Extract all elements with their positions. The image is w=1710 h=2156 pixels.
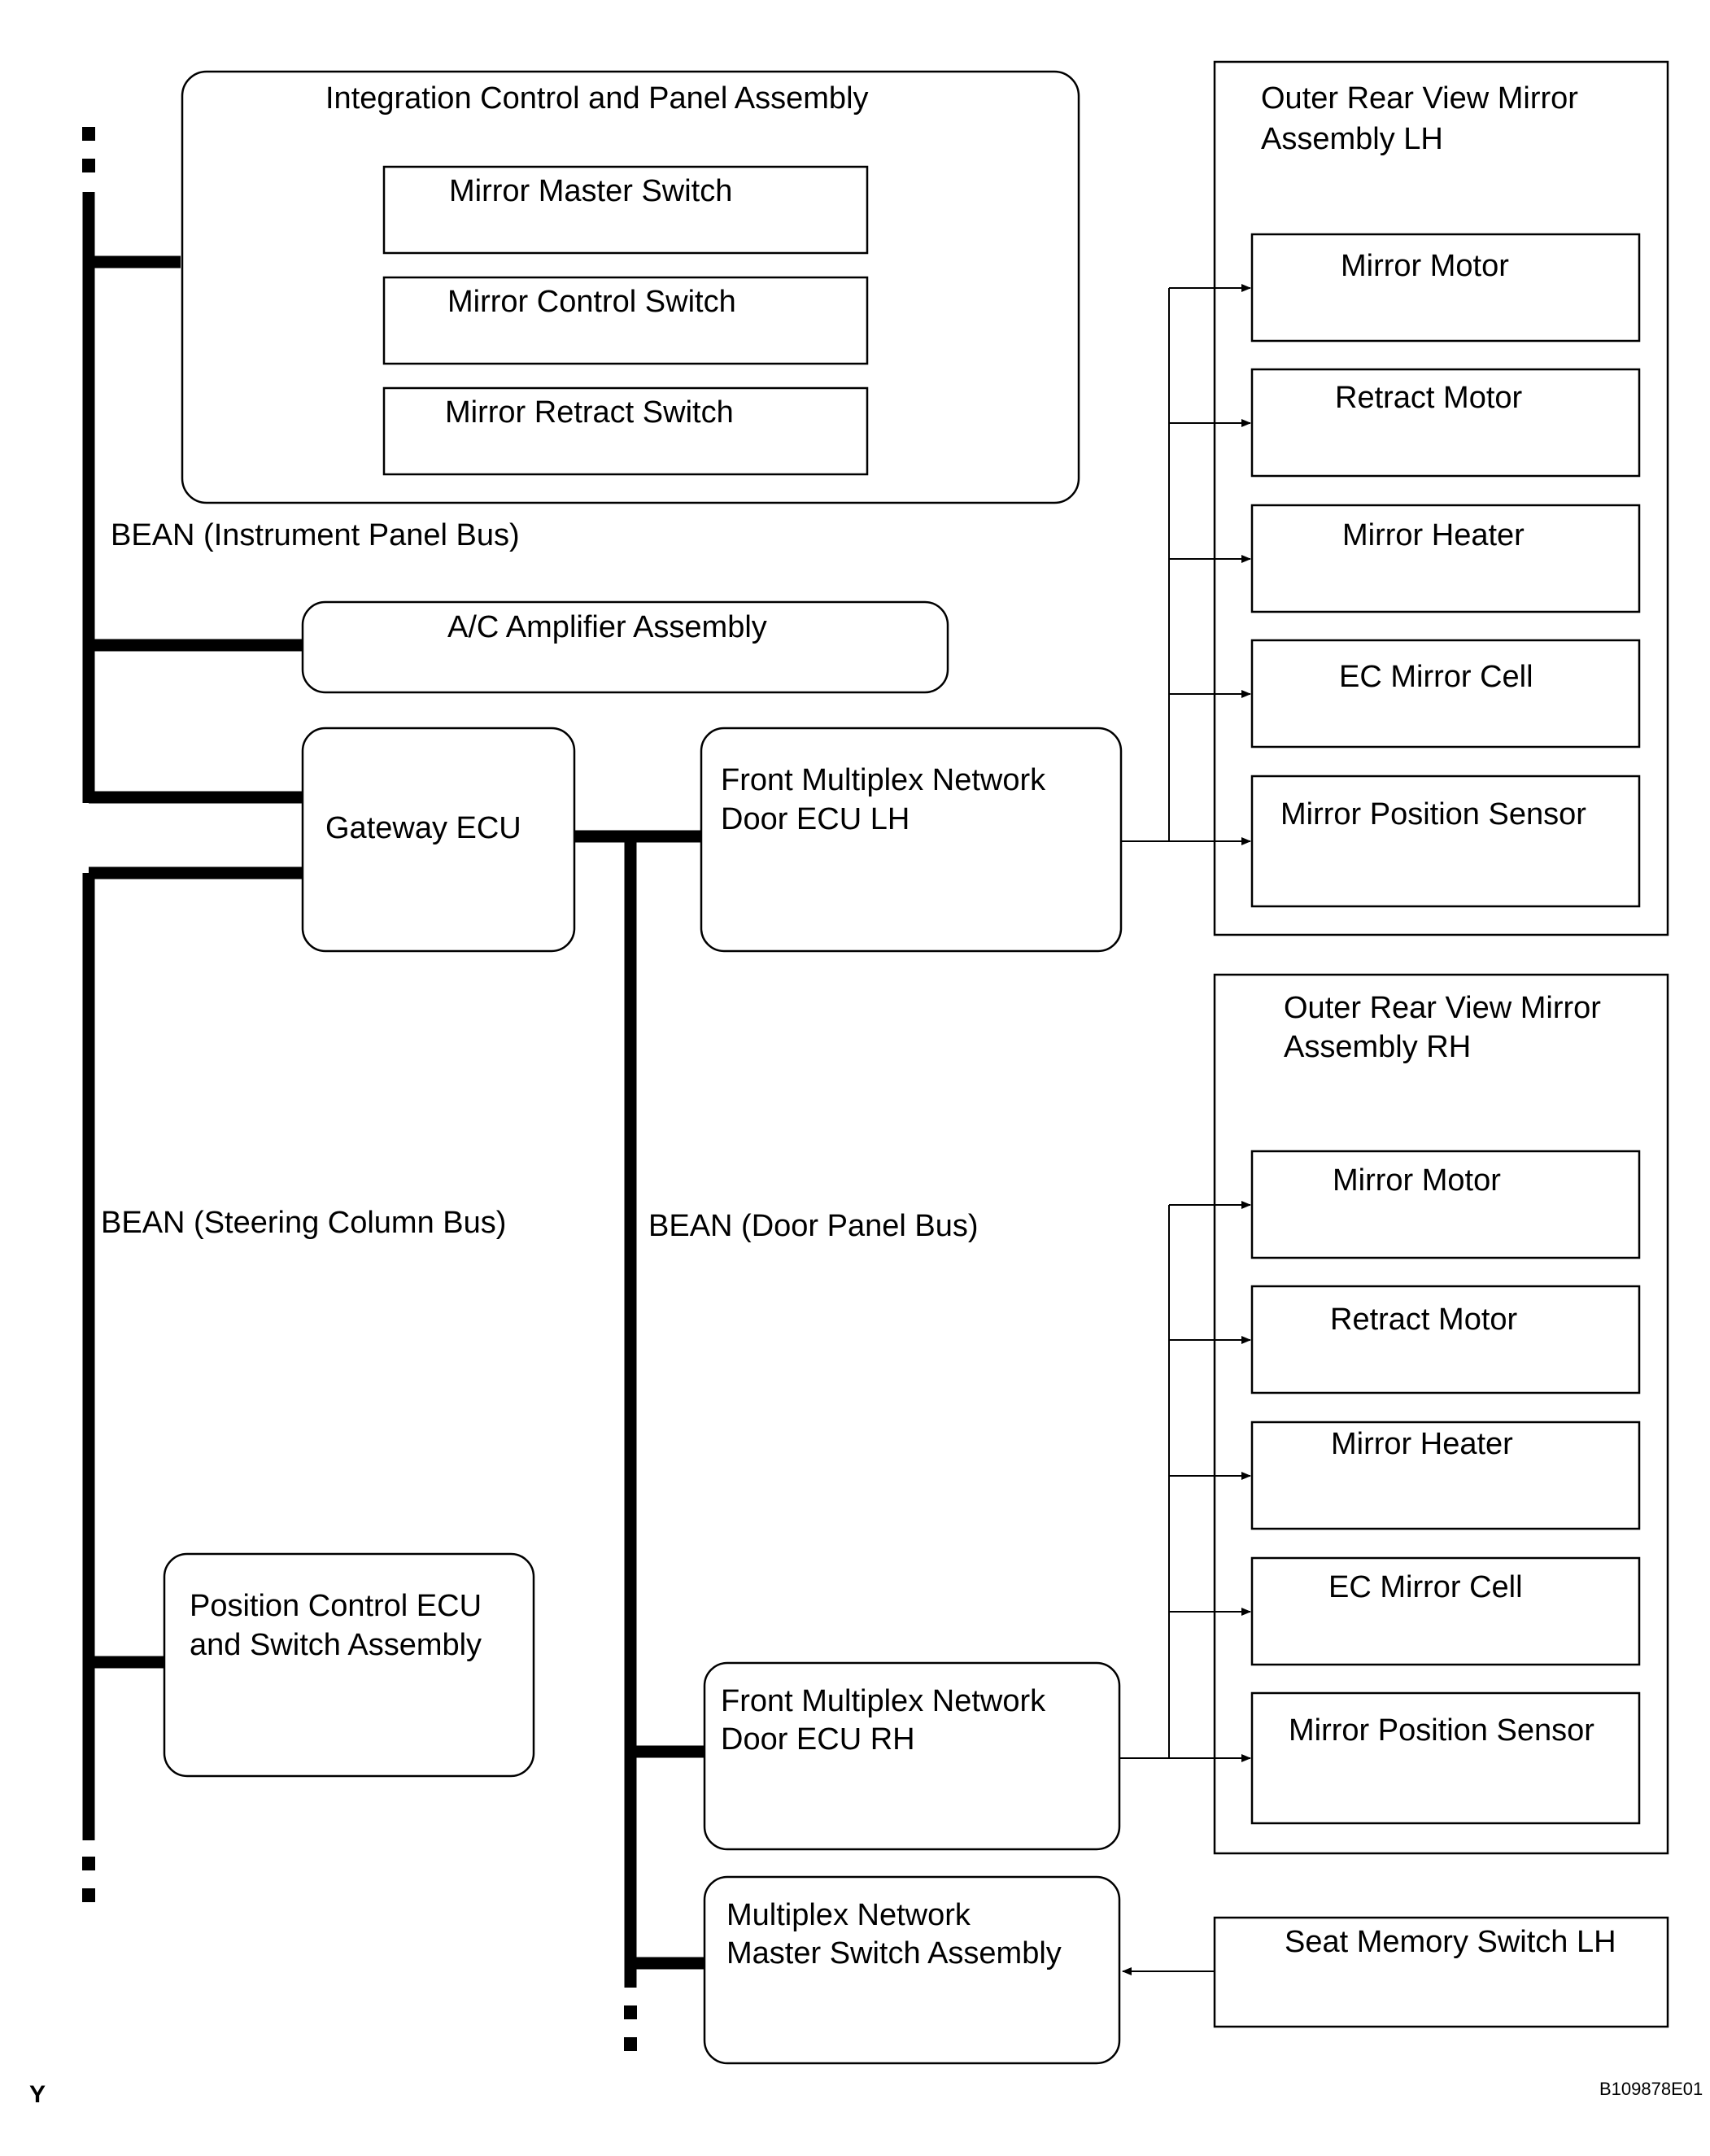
gateway-ecu: Gateway ECU — [301, 727, 576, 953]
figure-id: B109878E01 — [1599, 2079, 1703, 2099]
mirror-rh-mirror-motor: Mirror Motor — [1250, 1150, 1641, 1259]
mirror-lh-ec-mirror-cell: EC Mirror Cell — [1250, 639, 1641, 748]
gateway-ecu-label: Gateway ECU — [325, 811, 521, 845]
mirror-rh-ec-mirror-cell: EC Mirror Cell — [1250, 1556, 1641, 1666]
instrument-panel-bus-label: BEAN (Instrument Panel Bus) — [111, 518, 520, 552]
mirror-master-switch: Mirror Master Switch — [382, 165, 869, 255]
mirror-lh-retract-motor-label: Retract Motor — [1335, 381, 1523, 415]
lh-mirror-wiring — [1121, 284, 1251, 845]
seat-memory-switch-lh: Seat Memory Switch LH — [1122, 1916, 1669, 2028]
mirror-rh-retract-motor: Retract Motor — [1250, 1285, 1641, 1394]
master-switch-assembly: Multiplex Network Master Switch Assembly — [703, 1875, 1121, 2065]
mirror-retract-switch-label: Mirror Retract Switch — [445, 395, 734, 430]
mirror-rh-mirror-heater: Mirror Heater — [1250, 1421, 1641, 1530]
mirror-lh-title-line1: Outer Rear View Mirror — [1261, 81, 1578, 116]
steering-column-bus-label: BEAN (Steering Column Bus) — [101, 1206, 506, 1240]
mirror-rh-mirror-heater-label: Mirror Heater — [1331, 1427, 1513, 1461]
mirror-control-switch-label: Mirror Control Switch — [447, 285, 736, 319]
mirror-rh-position-sensor: Mirror Position Sensor — [1250, 1691, 1641, 1825]
mirror-rh-mirror-motor-label: Mirror Motor — [1333, 1163, 1501, 1198]
mirror-lh-mirror-heater-label: Mirror Heater — [1342, 518, 1525, 552]
door-ecu-lh-line1: Front Multiplex Network — [721, 763, 1046, 797]
mirror-control-switch: Mirror Control Switch — [382, 276, 869, 365]
door-ecu-lh: Front Multiplex Network Door ECU LH — [700, 727, 1123, 953]
mirror-lh-mirror-heater: Mirror Heater — [1250, 504, 1641, 613]
position-control-ecu: Position Control ECU and Switch Assembly — [163, 1552, 535, 1778]
mirror-lh-mirror-motor: Mirror Motor — [1250, 233, 1641, 343]
door-ecu-rh-line2: Door ECU RH — [721, 1722, 915, 1757]
mirror-rh-title-line2: Assembly RH — [1284, 1030, 1471, 1064]
mirror-lh-position-sensor: Mirror Position Sensor — [1250, 775, 1641, 908]
mirror-rh-retract-motor-label: Retract Motor — [1330, 1303, 1518, 1337]
mirror-rh-title-line1: Outer Rear View Mirror — [1284, 991, 1601, 1025]
steering-column-bus — [82, 866, 303, 1902]
mirror-master-switch-label: Mirror Master Switch — [449, 174, 732, 208]
door-panel-bus-label: BEAN (Door Panel Bus) — [648, 1209, 979, 1243]
mirror-lh-ec-mirror-cell-label: EC Mirror Cell — [1339, 660, 1533, 694]
ac-amplifier-label: A/C Amplifier Assembly — [447, 610, 767, 644]
door-ecu-lh-line2: Door ECU LH — [721, 802, 910, 836]
integration-panel-title: Integration Control and Panel Assembly — [325, 81, 869, 116]
position-control-line2: and Switch Assembly — [190, 1628, 482, 1662]
rh-mirror-wiring — [1119, 1201, 1251, 1762]
mirror-lh-title-line2: Assembly LH — [1261, 122, 1443, 156]
ac-amplifier-assembly: A/C Amplifier Assembly — [301, 600, 949, 694]
door-ecu-rh: Front Multiplex Network Door ECU RH — [703, 1661, 1121, 1851]
corner-letter: Y — [29, 2081, 46, 2108]
door-ecu-rh-line1: Front Multiplex Network — [721, 1684, 1046, 1718]
mirror-retract-switch: Mirror Retract Switch — [382, 386, 869, 476]
mirror-assembly-lh: Outer Rear View Mirror Assembly LH Mirro… — [1213, 60, 1669, 936]
mirror-lh-mirror-motor-label: Mirror Motor — [1341, 249, 1509, 283]
master-switch-line1: Multiplex Network — [726, 1898, 971, 1932]
instrument-panel-bus — [82, 127, 303, 804]
mirror-rh-position-sensor-label: Mirror Position Sensor — [1289, 1713, 1594, 1748]
master-switch-line2: Master Switch Assembly — [726, 1936, 1062, 1971]
door-panel-bus — [574, 830, 705, 2051]
mirror-assembly-rh: Outer Rear View Mirror Assembly RH Mirro… — [1213, 973, 1669, 1855]
integration-control-panel-assembly: Integration Control and Panel Assembly M… — [181, 70, 1080, 504]
mirror-lh-position-sensor-label: Mirror Position Sensor — [1280, 797, 1586, 831]
mirror-rh-ec-mirror-cell-label: EC Mirror Cell — [1328, 1570, 1523, 1604]
mirror-lh-retract-motor: Retract Motor — [1250, 368, 1641, 478]
seat-memory-switch-label: Seat Memory Switch LH — [1285, 1925, 1616, 1959]
position-control-line1: Position Control ECU — [190, 1589, 482, 1623]
